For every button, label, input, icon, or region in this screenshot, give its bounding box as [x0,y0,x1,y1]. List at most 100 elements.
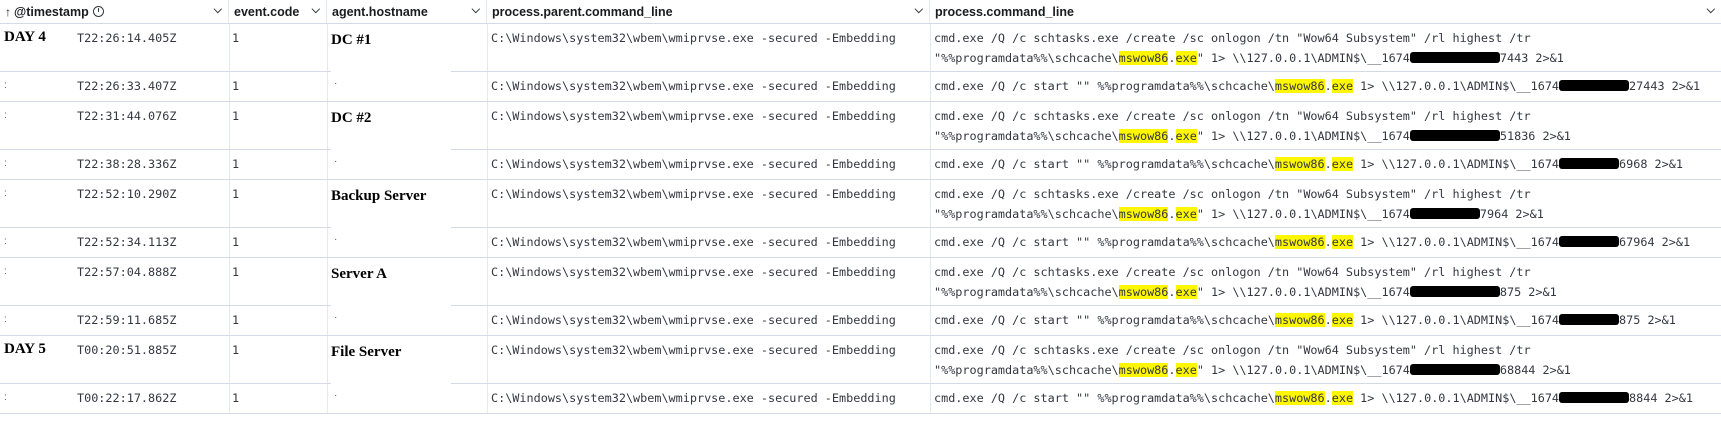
search-highlight: mswow86 [1274,79,1325,93]
search-highlight: mswow86 [1274,313,1325,327]
event-code-cell: 1 [232,157,240,171]
timestamp-cell: T22:26:14.405Z [77,31,177,45]
chevron-down-icon[interactable]: ⌵ [914,4,923,16]
column-divider [229,258,230,305]
timestamp-cell: T22:26:33.407Z [77,79,177,93]
column-header-command-line[interactable]: process.command_line ⌵ [930,0,1721,23]
column-divider [229,384,230,413]
command-line-text: cmd.exe /Q /c start "" %%programdata%%\s… [934,235,1691,249]
search-highlight: mswow86 [1118,206,1169,221]
table-header: ↑ @timestamp ⌵ event.code ⌵ agent.hostna… [0,0,1721,24]
row-marker: : [4,266,7,277]
timestamp-cell: T22:52:34.113Z [77,235,177,249]
column-divider [327,180,328,227]
search-highlight: exe [1331,157,1354,171]
sort-ascending-icon[interactable]: ↑ [5,4,11,19]
search-highlight: mswow86 [1118,128,1169,143]
search-highlight: exe [1331,79,1354,93]
column-divider [930,306,931,335]
chevron-down-icon[interactable]: ⌵ [213,4,222,16]
timestamp-cell: T22:59:11.685Z [77,313,177,327]
column-label: agent.hostname [332,4,428,19]
command-line-cell: cmd.exe /Q /c start "" %%programdata%%\s… [934,389,1693,418]
event-code-cell: 1 [232,79,240,93]
redaction-bar [1409,51,1500,63]
command-line-cell: cmd.exe /Q /c schtasks.exe /create /sc o… [934,107,1571,154]
column-divider [229,180,230,227]
column-divider [930,102,931,149]
hostname-fragment: · [334,78,338,89]
hostname-label: DC #2 [331,110,451,156]
column-label: event.code [234,4,300,19]
column-divider [487,384,488,413]
command-line-cell: cmd.exe /Q /c schtasks.exe /create /sc o… [934,29,1564,76]
column-divider [930,180,931,227]
command-line-text: "%%programdata%%\schcache\mswow86.exe" 1… [934,50,1564,65]
row-marker: : [4,110,7,121]
command-line-text: cmd.exe /Q /c schtasks.exe /create /sc o… [934,265,1531,279]
command-line-text: cmd.exe /Q /c schtasks.exe /create /sc o… [934,187,1531,201]
hostname-label: DC #1 [331,32,451,78]
column-divider [930,72,931,101]
parent-command-line-cell: C:\Windows\system32\wbem\wmiprvse.exe -s… [491,79,896,93]
column-label: process.parent.command_line [492,4,673,19]
command-line-text: cmd.exe /Q /c schtasks.exe /create /sc o… [934,343,1531,357]
chevron-down-icon[interactable]: ⌵ [311,4,320,16]
parent-command-line-cell: C:\Windows\system32\wbem\wmiprvse.exe -s… [491,109,896,123]
command-line-text: "%%programdata%%\schcache\mswow86.exe" 1… [934,362,1571,377]
column-divider [327,228,328,257]
column-header-timestamp[interactable]: ↑ @timestamp ⌵ [0,0,229,23]
column-label: process.command_line [935,4,1074,19]
search-highlight: mswow86 [1118,362,1169,377]
row-marker: : [4,314,7,325]
column-divider [327,258,328,305]
column-header-parent-command-line[interactable]: process.parent.command_line ⌵ [487,0,930,23]
redaction-bar [1409,363,1500,375]
event-code-cell: 1 [232,187,240,201]
column-divider [487,228,488,257]
chevron-down-icon[interactable]: ⌵ [471,4,480,16]
event-code-cell: 1 [232,109,240,123]
redaction-bar [1409,207,1480,219]
event-code-cell: 1 [232,391,240,405]
table-row[interactable]: T22:26:33.407Z 1 C:\Windows\system32\wbem\… [0,72,1721,102]
event-code-cell: 1 [232,313,240,327]
event-code-cell: 1 [232,235,240,249]
search-highlight: mswow86 [1274,235,1325,249]
hostname-fragment: · [334,156,338,167]
command-line-text: "%%programdata%%\schcache\mswow86.exe" 1… [934,284,1557,299]
parent-command-line-cell: C:\Windows\system32\wbem\wmiprvse.exe -s… [491,235,896,249]
command-line-text: "%%programdata%%\schcache\mswow86.exe" 1… [934,206,1544,221]
search-highlight: mswow86 [1274,391,1325,405]
column-header-agent-hostname[interactable]: agent.hostname ⌵ [327,0,487,23]
column-divider [487,102,488,149]
column-header-event-code[interactable]: event.code ⌵ [229,0,327,23]
chevron-down-icon[interactable]: ⌵ [1706,4,1715,16]
column-divider [930,24,931,71]
column-divider [930,150,931,179]
command-line-text: cmd.exe /Q /c schtasks.exe /create /sc o… [934,31,1531,45]
timestamp-cell: T00:22:17.862Z [77,391,177,405]
parent-command-line-cell: C:\Windows\system32\wbem\wmiprvse.exe -s… [491,343,896,357]
command-line-text: cmd.exe /Q /c schtasks.exe /create /sc o… [934,109,1531,123]
column-divider [487,24,488,71]
table-row[interactable]: T22:52:34.113Z 1 C:\Windows\system32\wbem\… [0,228,1721,258]
column-divider [930,228,931,257]
redaction-bar [1559,158,1620,169]
hostname-fragment: · [334,312,338,323]
row-marker: : [4,188,7,199]
command-line-cell: cmd.exe /Q /c schtasks.exe /create /sc o… [934,341,1571,388]
search-highlight: exe [1331,313,1354,327]
column-divider [229,306,230,335]
column-divider [327,102,328,149]
column-divider [327,150,328,179]
command-line-cell: cmd.exe /Q /c start "" %%programdata%%\s… [934,233,1690,262]
